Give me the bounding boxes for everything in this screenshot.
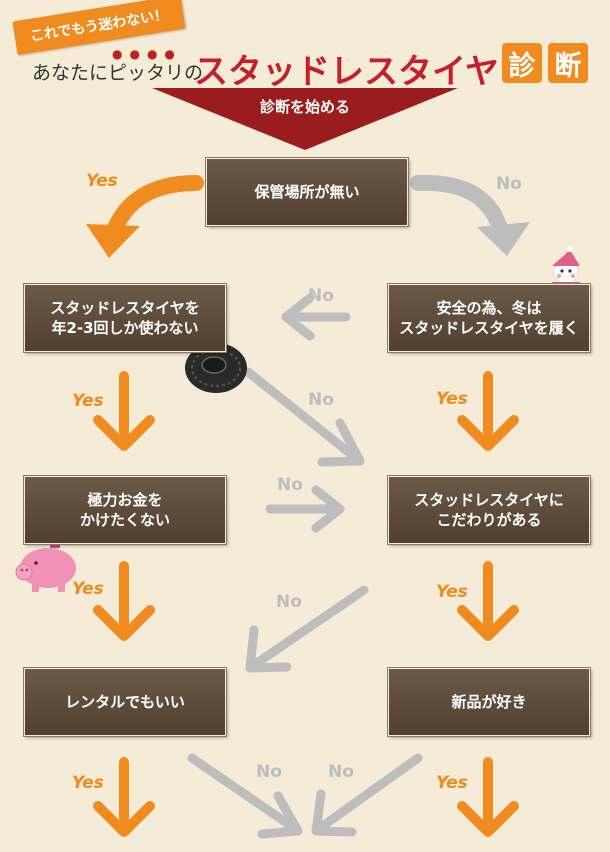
yes-arrow-left-2-head: [93, 605, 155, 641]
question-new-item[interactable]: 新品が好き: [387, 667, 591, 737]
no-arrow-diag-1-head: [317, 418, 365, 467]
no-arrow-curve-head: [477, 222, 530, 256]
question-storage-text: 保管場所が無い: [254, 182, 360, 201]
question-rental-text: レンタルでもいい: [65, 692, 185, 711]
question-safety-line1: 安全の為、冬は: [436, 298, 542, 317]
no-label: No: [496, 174, 522, 194]
question-new-item-text: 新品が好き: [451, 692, 527, 711]
question-money-line1: 極力お金を: [87, 490, 163, 509]
no-label: No: [276, 592, 302, 612]
emphasis-dots: ●●●●: [112, 47, 182, 61]
question-usage-line1: スタッドレスタイヤを: [50, 298, 200, 317]
question-money-line2: かけたくない: [79, 511, 170, 529]
question-particular-line1: スタッドレスタイヤに: [414, 490, 564, 509]
yes-label: Yes: [436, 389, 468, 409]
header-title: スタッドレスタイヤ: [194, 52, 499, 92]
yes-label: Yes: [72, 579, 104, 599]
question-money[interactable]: 極力お金を かけたくない: [23, 475, 227, 545]
no-label: No: [256, 762, 282, 782]
title-kanji-1: 診: [502, 43, 542, 83]
yes-arrow-left-1-head: [93, 415, 155, 451]
yes-arrow-right-1-head: [457, 415, 519, 451]
no-arrow-left-head: [281, 293, 315, 341]
question-safety-line2: スタッドレスタイヤを履く: [399, 319, 579, 337]
tire-icon: [185, 343, 247, 393]
question-particular[interactable]: スタッドレスタイヤに こだわりがある: [387, 475, 591, 545]
yes-arrow-right-3-head: [457, 801, 519, 837]
question-safety[interactable]: 安全の為、冬は スタッドレスタイヤを履く: [387, 283, 591, 353]
no-arrow-bottom-right: [315, 753, 423, 833]
question-rental[interactable]: レンタルでもいい: [23, 667, 227, 737]
yes-arrow-right-2-head: [457, 605, 519, 641]
yes-label: Yes: [72, 773, 104, 793]
yes-arrow-left-3-head: [93, 801, 155, 837]
no-arrow-bottom-left-head: [257, 791, 303, 839]
no-label: No: [308, 286, 334, 306]
header-subtitle: あなたにピッタリの: [32, 62, 204, 84]
question-particular-line2: こだわりがある: [436, 511, 542, 529]
yes-label: Yes: [436, 582, 468, 602]
no-label: No: [277, 475, 303, 495]
question-usage-line2: 年2-3回しか使わない: [51, 319, 199, 337]
title-kanji-2: 断: [548, 43, 588, 83]
no-arrow-right-head: [311, 485, 345, 533]
yes-label: Yes: [86, 171, 118, 191]
yes-label: Yes: [72, 391, 104, 411]
question-usage[interactable]: スタッドレスタイヤを 年2-3回しか使わない: [23, 283, 227, 353]
no-arrow-bottom-left: [187, 753, 299, 833]
no-arrow-diag-2-head: [245, 625, 292, 673]
no-arrow-curve: [410, 174, 510, 244]
no-arrow-diag-1: [243, 367, 361, 463]
no-arrow-diag-2: [249, 585, 369, 670]
no-arrow-bottom-right-head: [311, 789, 357, 837]
no-label: No: [308, 390, 334, 410]
yes-label: Yes: [436, 773, 468, 793]
yes-arrow-curve-head: [86, 224, 140, 258]
no-label: No: [328, 762, 354, 782]
question-storage[interactable]: 保管場所が無い: [205, 157, 409, 227]
start-diagnosis-label[interactable]: 診断を始める: [259, 98, 350, 116]
start-banner[interactable]: [152, 88, 458, 150]
